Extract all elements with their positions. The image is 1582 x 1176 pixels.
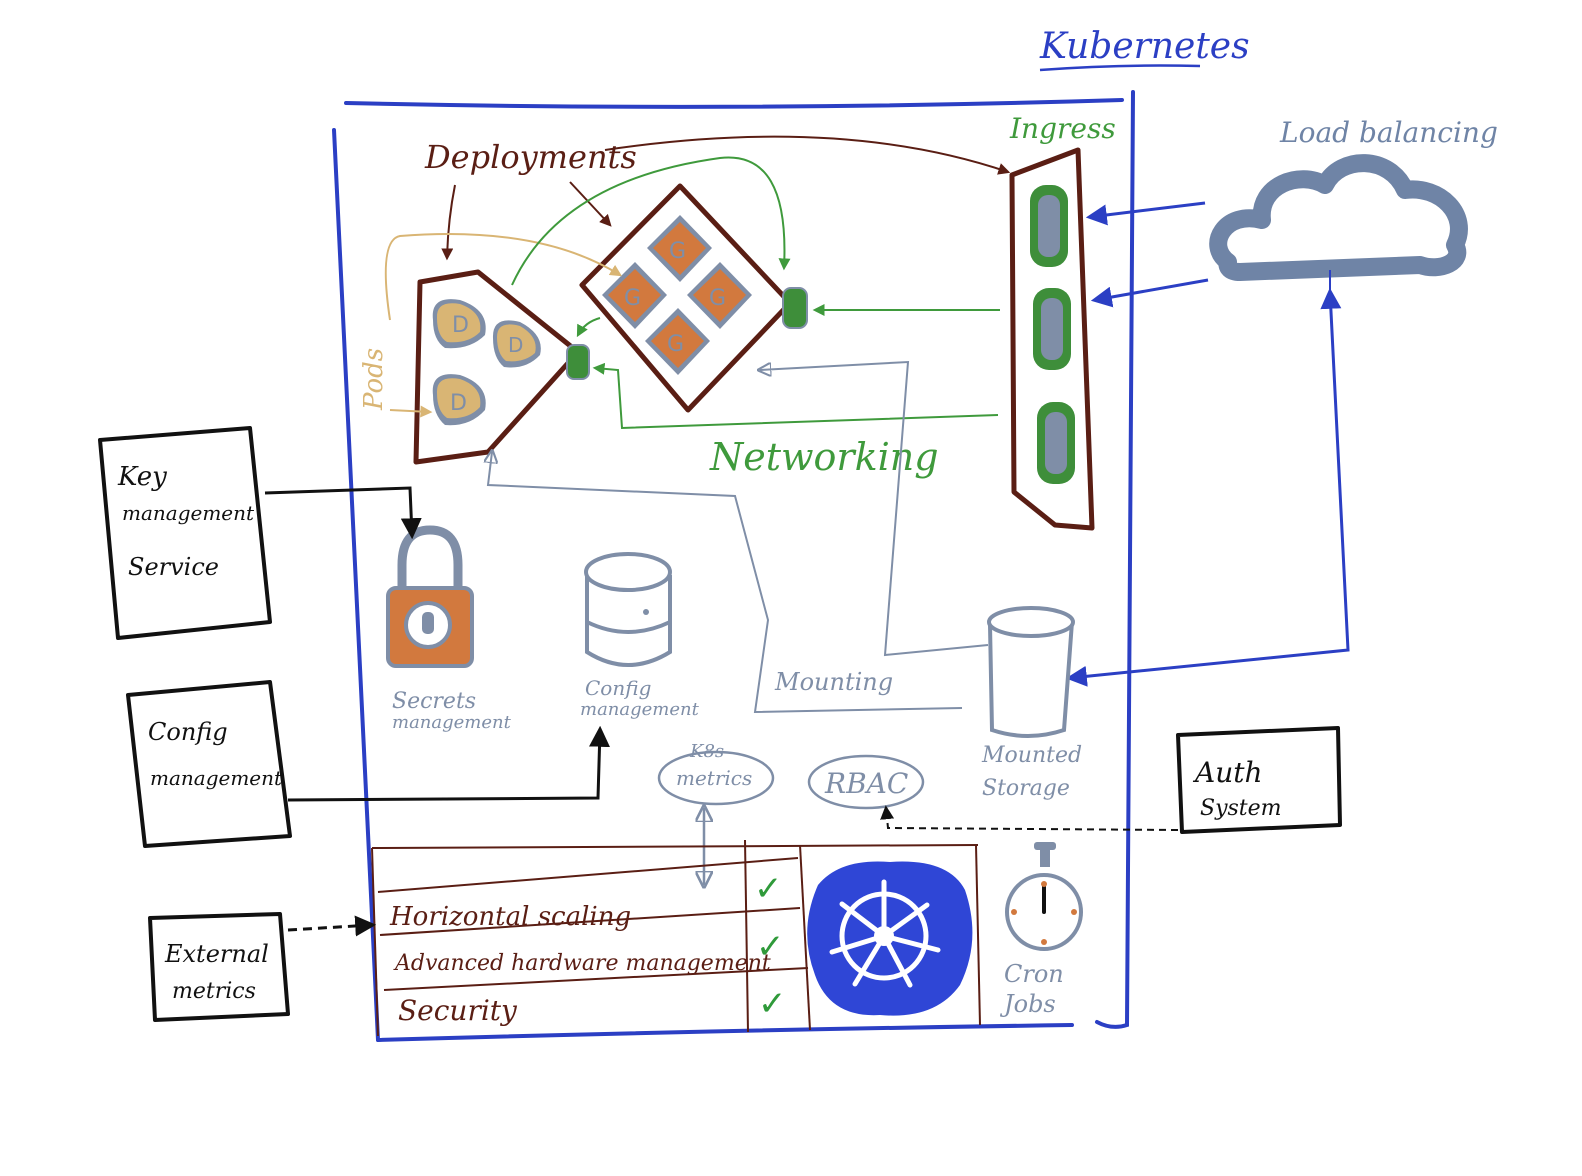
kms-box (98, 426, 272, 640)
triangle-to-diamond-network-arrow (511, 156, 791, 286)
ingress-pod-3 (1037, 402, 1075, 484)
load-balancer-cloud-icon (1209, 154, 1468, 305)
lb-to-ingress-arrow-1 (1085, 201, 1206, 226)
feature-label-3: Security (398, 994, 518, 1027)
storage-cylinder-icon (987, 606, 1075, 738)
cluster-frame (332, 64, 1201, 1042)
external-metrics-label-line1: External (164, 940, 269, 968)
pod-glyph: G (667, 332, 684, 357)
config-box-label-line1: Config (148, 718, 228, 746)
deployment-triangle: D D D (413, 269, 590, 465)
rbac-label: RBAC (824, 767, 908, 800)
check-icon: ✓ (756, 927, 785, 967)
pods-arrow-to-diamond (384, 233, 623, 321)
pod-glyph: D (452, 313, 469, 338)
secrets-label-line2: management (392, 712, 512, 733)
config-box (126, 680, 292, 848)
pod-glyph: D (450, 391, 467, 416)
pods-label: Pods (359, 348, 389, 411)
k8s-metrics-label-line2: metrics (676, 766, 752, 790)
auth-to-rbac-arrow (880, 805, 1179, 831)
diamond-to-triangle-network-arrow (576, 317, 601, 338)
ingress-pod-2 (1033, 288, 1071, 370)
pod-glyph: D (508, 333, 523, 357)
storage-label-line1: Mounted (981, 743, 1082, 768)
pod-glyph: G (709, 286, 726, 311)
external-metrics-arrow (287, 915, 377, 937)
rbac-bubble (807, 754, 925, 810)
deployment-diamond: G G G G (579, 183, 808, 413)
deployments-arrow-left (441, 184, 456, 261)
feature-label-2: Advanced hardware management (393, 951, 771, 976)
deployments-arrow-diamond (569, 181, 612, 227)
cron-label-line2: Jobs (999, 990, 1056, 1018)
deployments-label: Deployments (424, 138, 637, 176)
lb-to-ingress-arrow-2 (1090, 278, 1209, 308)
ingress-label: Ingress (1009, 112, 1116, 145)
database-icon (584, 552, 672, 667)
mounting-line-diamond (760, 360, 989, 657)
external-metrics-label-line2: metrics (172, 979, 256, 1004)
kubernetes-helm-icon (807, 861, 973, 1016)
ingress-pod-1 (1030, 185, 1068, 267)
pod-orange-1: G (647, 215, 712, 282)
lb-storage-link-arrow (1065, 287, 1350, 687)
service-port-left (566, 344, 590, 380)
pod-glyph: G (624, 286, 641, 311)
cron-label-line1: Cron (1004, 960, 1064, 988)
kms-label-line1: Key (117, 462, 167, 492)
pod-orange-3: G (687, 262, 752, 329)
mounting-line-triangle (488, 452, 963, 714)
k8s-metrics-label-line1: K8s (689, 741, 724, 762)
kms-to-secrets-arrow (264, 486, 422, 540)
kms-label-line3: Service (128, 553, 219, 581)
lock-icon (386, 525, 474, 668)
ingress-to-triangle-network-arrow (592, 362, 999, 430)
pod-tan-3: D (432, 374, 486, 426)
pod-orange-4: G (645, 308, 710, 375)
config-store-label-line2: management (580, 699, 700, 720)
auth-label-line2: System (1200, 796, 1282, 821)
service-port-right (782, 287, 808, 329)
feature-table (371, 839, 981, 1037)
load-balancer-label: Load balancing (1279, 116, 1498, 149)
stopwatch-icon (1005, 842, 1083, 951)
k8s-metrics-bubble (657, 750, 775, 806)
pod-orange-2: G (602, 262, 667, 329)
config-to-store-arrow (287, 725, 611, 802)
external-metrics-box (148, 912, 290, 1022)
config-box-label-line2: management (150, 766, 283, 790)
pods-arrow-to-triangle (389, 405, 433, 418)
pod-tan-2: D (492, 320, 541, 368)
deployments-arrow-ingress (604, 135, 1011, 175)
pod-tan-1: D (432, 299, 486, 349)
config-store-label-line1: Config (585, 676, 651, 700)
mounting-label: Mounting (774, 668, 893, 696)
networking-label: Networking (709, 435, 939, 479)
pod-glyph: G (669, 239, 686, 264)
storage-label-line2: Storage (982, 776, 1070, 801)
kms-label-line2: management (122, 501, 255, 525)
check-icon: ✓ (758, 984, 787, 1024)
check-icon: ✓ (754, 869, 783, 909)
ingress-block (1009, 147, 1095, 531)
cluster-title: Kubernetes (1039, 26, 1250, 67)
secrets-label-line1: Secrets (392, 689, 476, 714)
auth-label-line1: Auth (1192, 756, 1263, 789)
auth-box (1176, 726, 1342, 834)
feature-label-1: Horizontal scaling (389, 902, 631, 932)
